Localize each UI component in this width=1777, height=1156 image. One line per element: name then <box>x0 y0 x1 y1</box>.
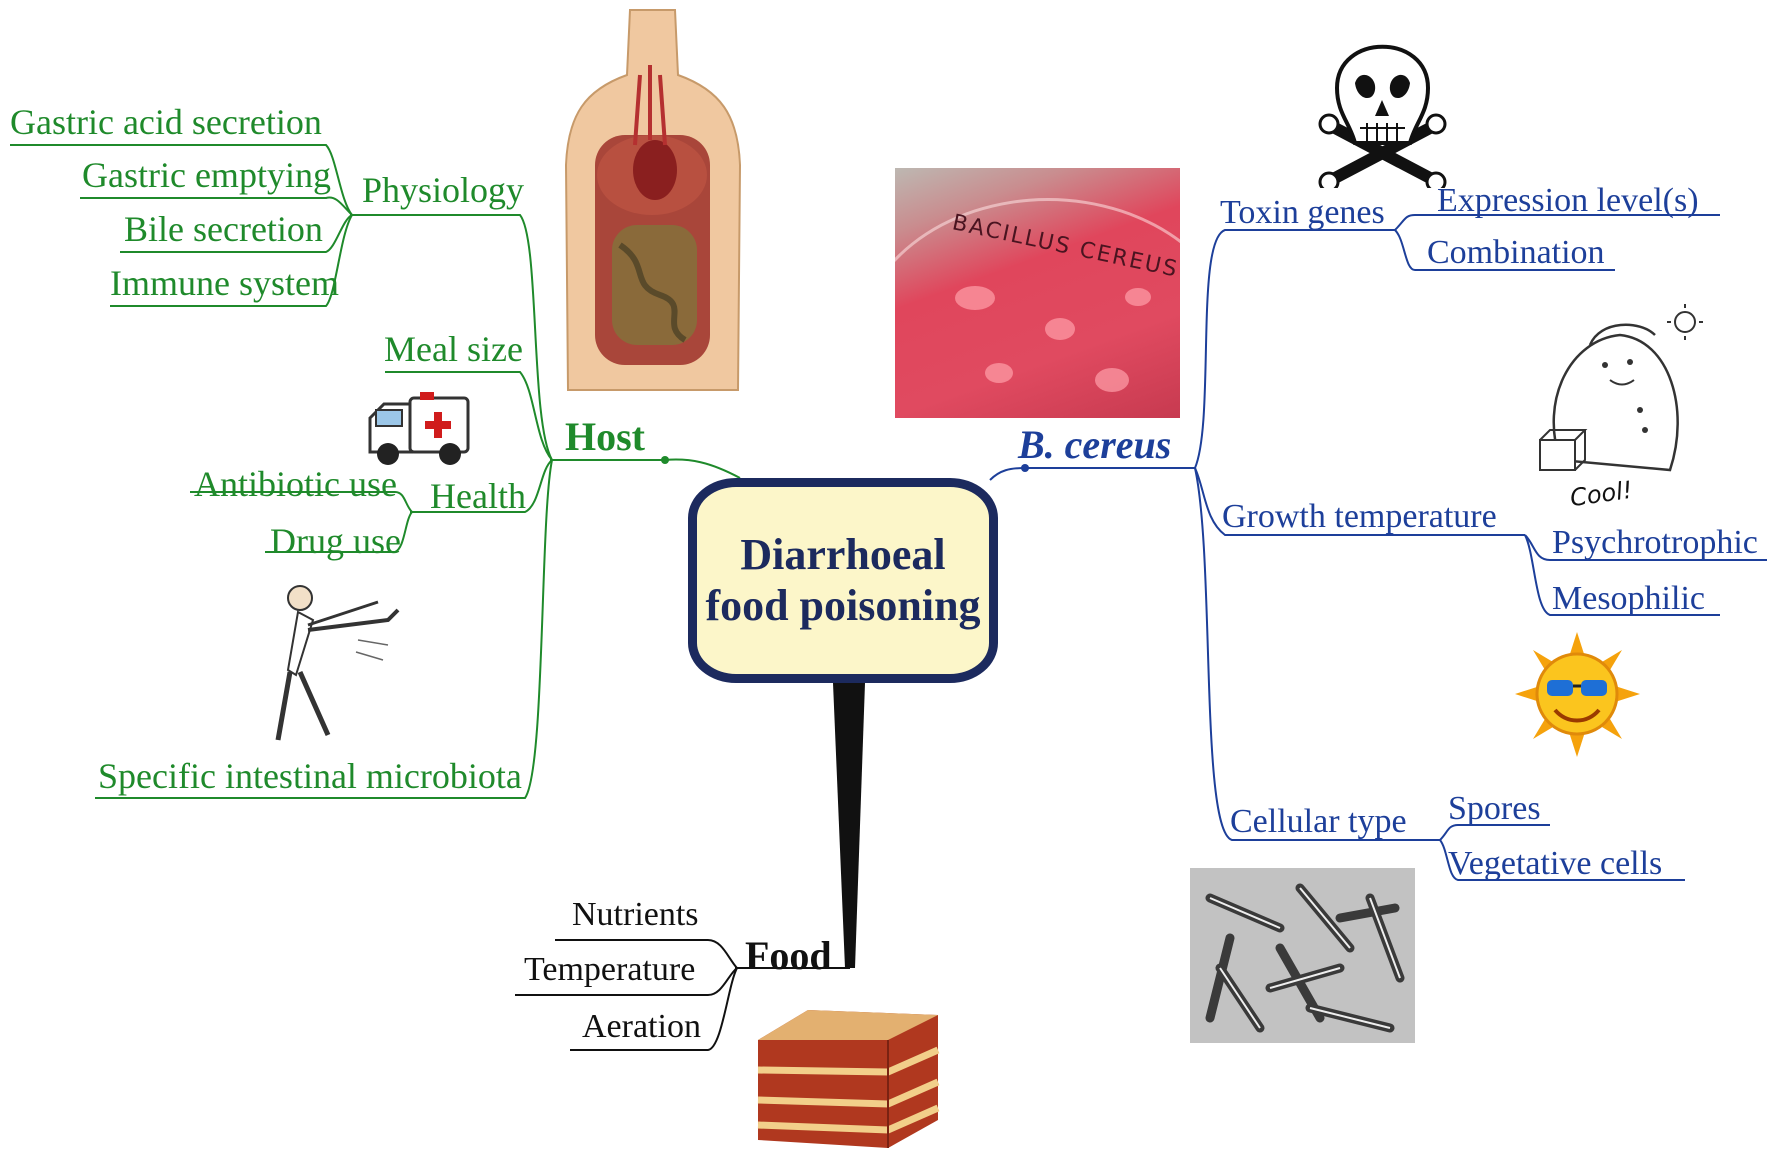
b-cereus-label: B. cereus <box>1018 425 1171 465</box>
vegetative-cells-label: Vegetative cells <box>1448 847 1662 881</box>
torso-anatomy-illustration <box>560 5 745 395</box>
bile-secretion-label: Bile secretion <box>124 211 323 247</box>
karate-kick-figure <box>268 580 413 750</box>
antibiotic-use-label: Antibiotic use <box>194 466 397 502</box>
intestinal-microbiota-label: Specific intestinal microbiota <box>98 758 522 794</box>
psychrotrophic-label: Psychrotrophic <box>1552 526 1758 560</box>
ambulance-icon <box>362 390 474 470</box>
petri-dish-photo: BACILLUS CEREUS <box>895 168 1180 418</box>
immune-system-label: Immune system <box>110 265 339 301</box>
skull-crossbones-icon <box>1315 28 1450 188</box>
rod-bacteria-micrograph <box>1190 868 1415 1043</box>
host-label: Host <box>565 417 645 457</box>
sun-with-sunglasses-icon <box>1515 632 1640 757</box>
cellular-type-label: Cellular type <box>1230 805 1407 839</box>
mesophilic-label: Mesophilic <box>1552 582 1705 616</box>
central-topic-box: Diarrhoeal food poisoning <box>688 478 998 683</box>
food-stem <box>833 683 865 968</box>
combination-label: Combination <box>1427 236 1605 270</box>
host-node-dot <box>661 456 669 464</box>
expression-levels-label: Expression level(s) <box>1437 184 1699 218</box>
meal-size-label: Meal size <box>384 331 523 367</box>
toxin-genes-label: Toxin genes <box>1220 196 1385 230</box>
nutrients-label: Nutrients <box>572 898 699 932</box>
food-label: Food <box>745 936 832 976</box>
lasagna-photo <box>748 1000 948 1150</box>
growth-temperature-label: Growth temperature <box>1222 500 1497 534</box>
gastric-emptying-label: Gastric emptying <box>82 157 331 193</box>
aeration-label: Aeration <box>582 1010 701 1044</box>
drug-use-label: Drug use <box>270 523 401 559</box>
spores-label: Spores <box>1448 792 1541 826</box>
gastric-acid-label: Gastric acid secretion <box>10 104 322 140</box>
central-topic-title: Diarrhoeal food poisoning <box>705 530 980 631</box>
physiology-label: Physiology <box>362 172 524 208</box>
health-label: Health <box>430 478 526 514</box>
temperature-label: Temperature <box>524 953 695 987</box>
